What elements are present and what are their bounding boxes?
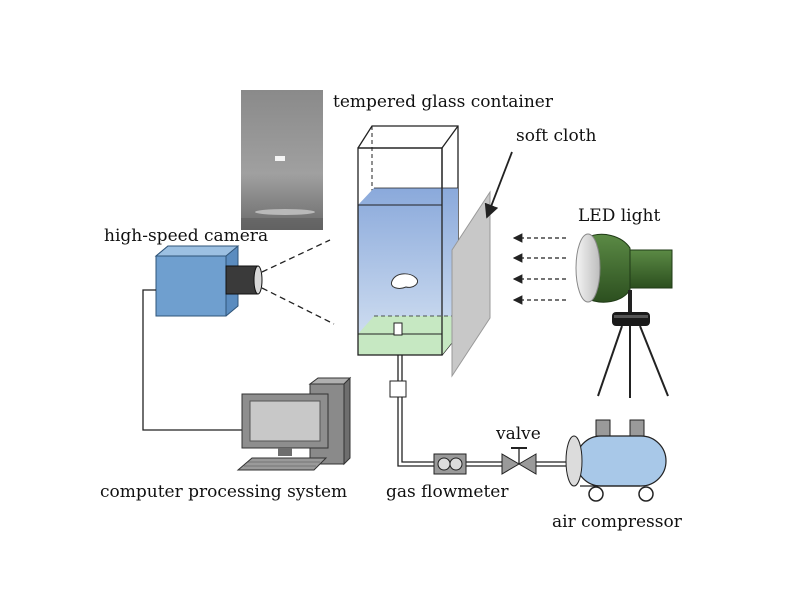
high-speed-camera-icon [154,245,263,317]
camera-view-line-bottom [261,287,335,325]
led-light-icon [575,233,673,398]
label-tempered-glass-container: tempered glass container [333,92,553,112]
sediment-layer [358,316,458,355]
air-compressor-icon [565,419,667,502]
gas-line-horizontal-b [401,450,434,463]
camera-view-line-top [261,239,331,273]
label-valve: valve [496,424,541,444]
label-soft-cloth: soft cloth [516,126,597,146]
label-led-light: LED light [578,206,661,226]
photo-inset [241,90,323,230]
bubble-icon [390,273,419,289]
label-computer-processing-system: computer processing system [100,482,348,502]
label-high-speed-camera: high-speed camera [104,226,269,246]
gas-line-horizontal-a [397,450,434,467]
valve-icon [501,447,537,475]
soft-cloth-pointer [484,151,513,219]
water-body [358,188,458,334]
computer-icon [236,376,352,471]
soft-cloth-panel [451,190,491,378]
gas-flowmeter-icon [433,453,467,475]
light-rays [512,233,566,305]
glass-container [357,125,459,356]
check-valve-icon [389,380,407,398]
label-gas-flowmeter: gas flowmeter [386,482,509,502]
label-air-compressor: air compressor [552,512,682,532]
camera-cable [142,289,242,431]
